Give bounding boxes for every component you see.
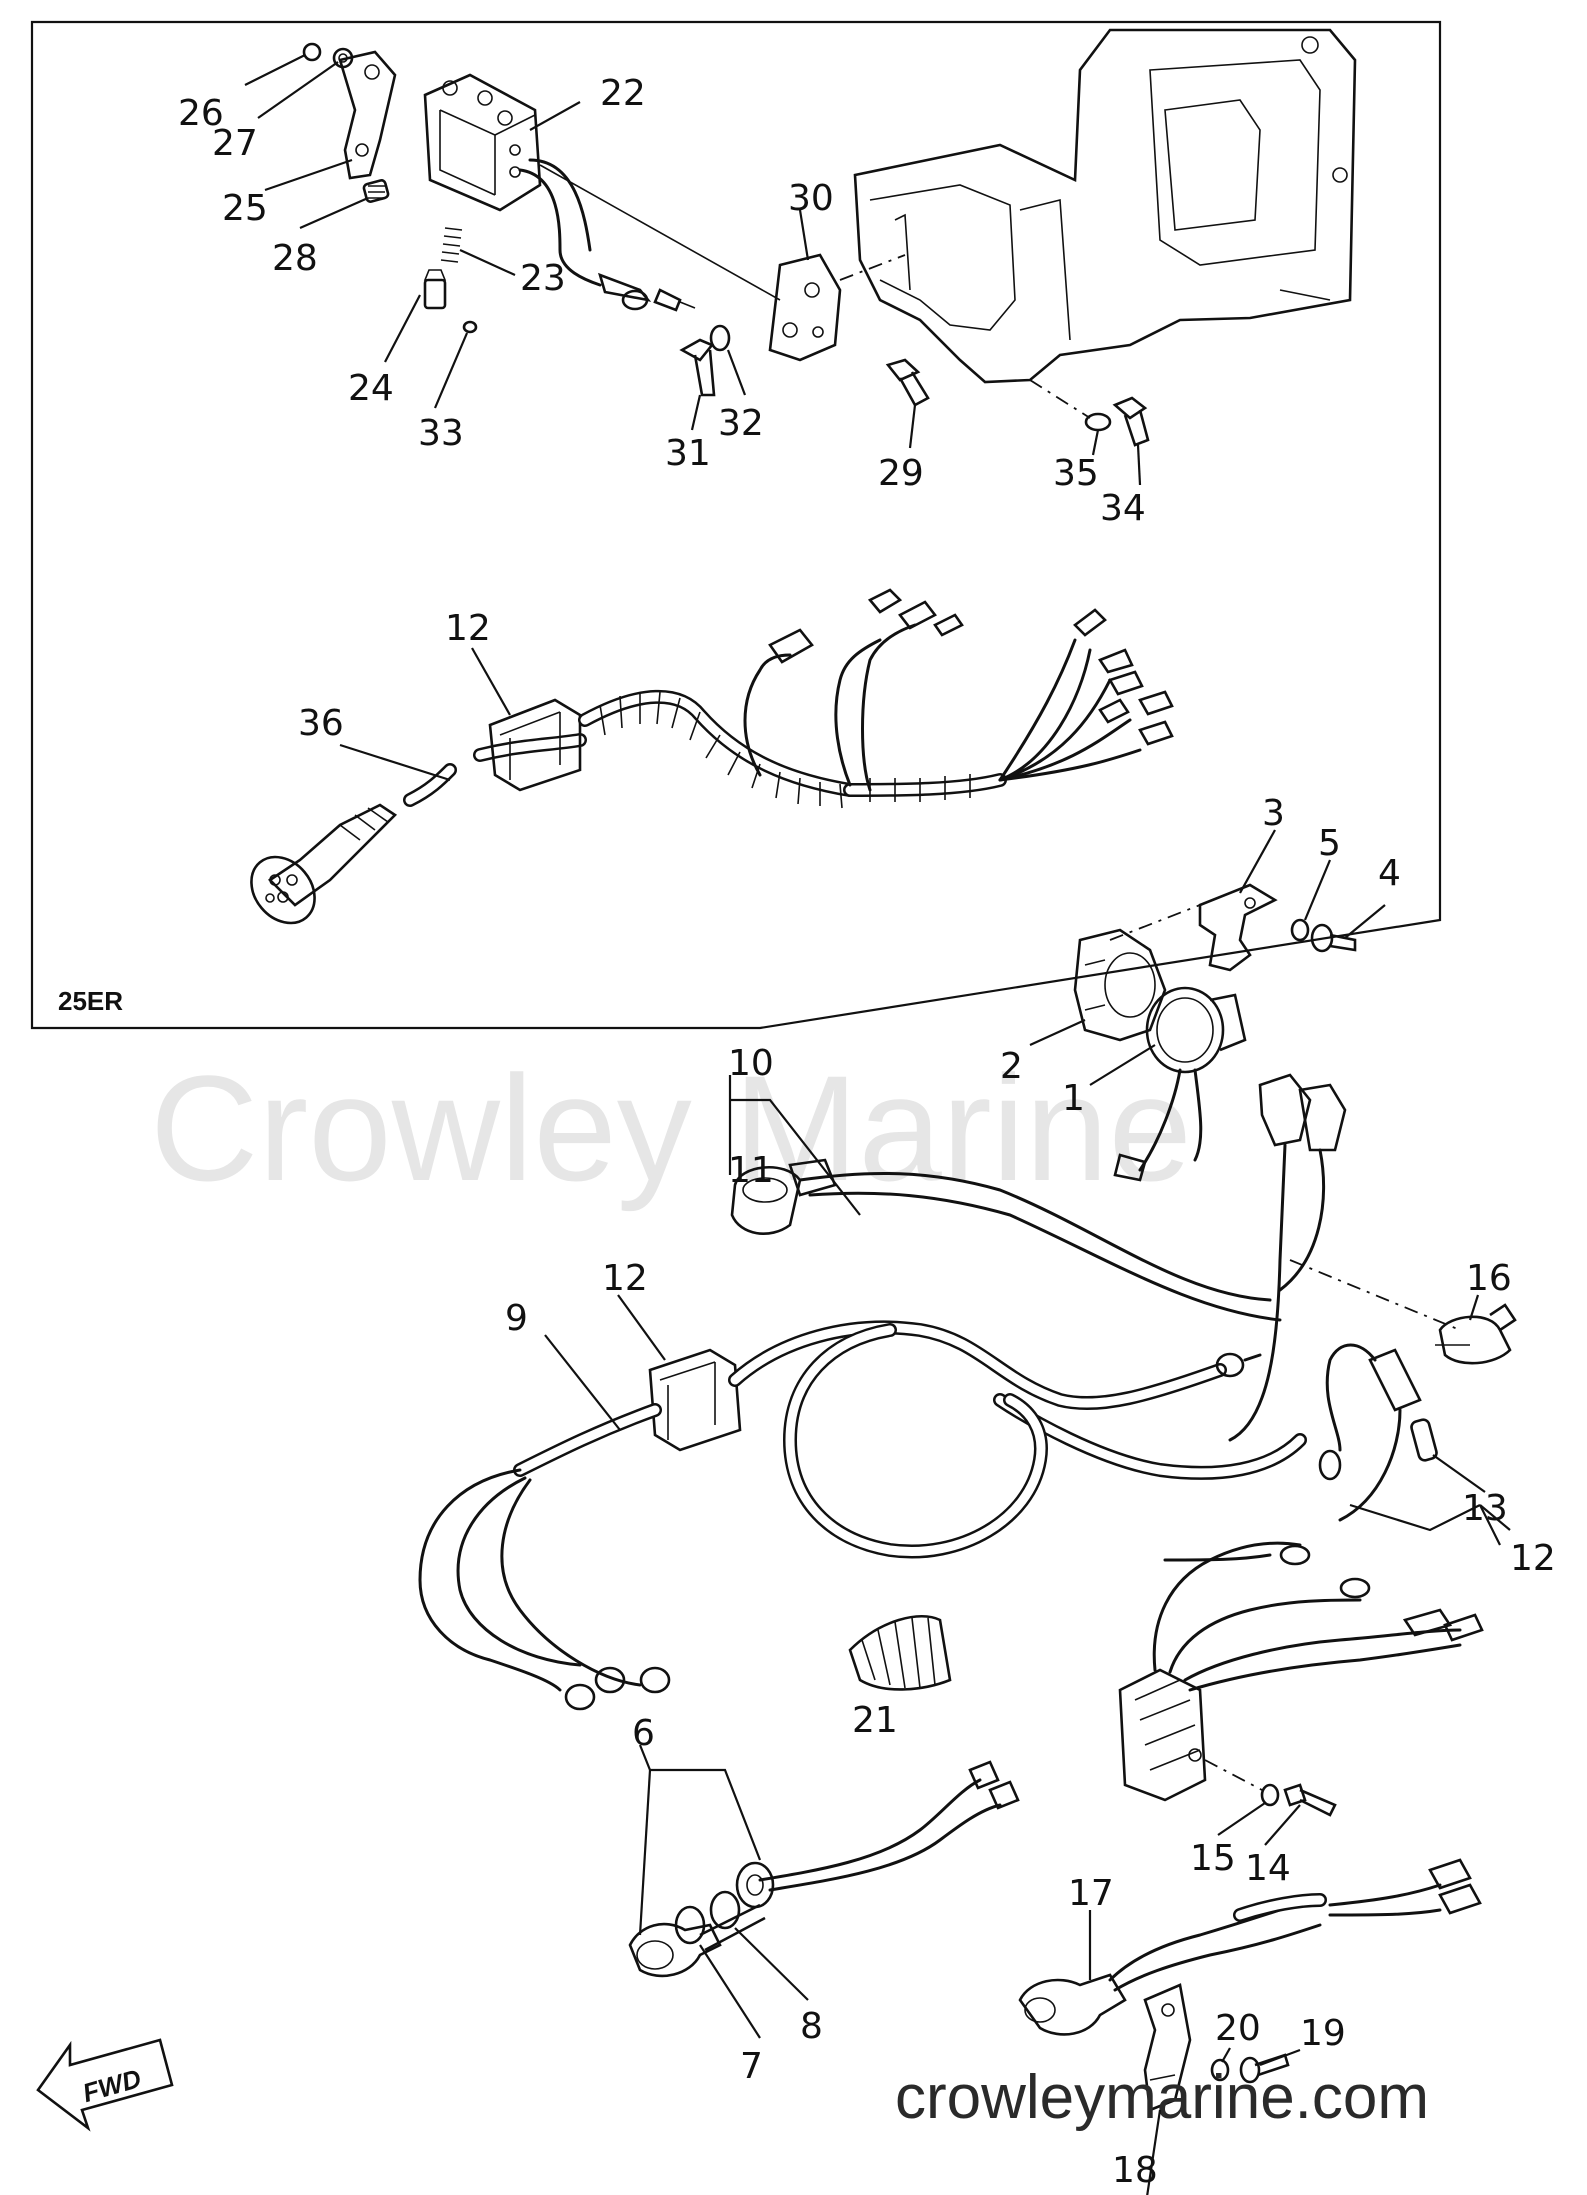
- holder-2: [1073, 928, 1167, 1042]
- cable-9: [418, 1320, 1307, 1711]
- switch-block-23: [423, 73, 542, 212]
- callout-labels: 26 27 25 28 22 23 24 33 30 31 32 29 35 3…: [178, 73, 1556, 2191]
- callout-10: 10: [728, 1043, 774, 1084]
- inset-frame: 25ER: [30, 20, 1442, 1030]
- callout-20: 19: [1300, 2013, 1346, 2054]
- bolt-35: [1112, 396, 1150, 447]
- callout-34: 33: [418, 413, 464, 454]
- callout-29: 28: [272, 238, 318, 279]
- callout-26: 25: [222, 188, 268, 229]
- bolt-32: [679, 338, 716, 397]
- cable-10: [788, 1158, 1282, 1322]
- callout-1: 1: [1062, 1078, 1085, 1119]
- washer-8: [709, 1890, 741, 1930]
- battery-terminal-caps: [1228, 1073, 1461, 1442]
- callout-22: 21: [852, 1700, 898, 1741]
- washer-36: [1029, 379, 1112, 432]
- spring-29: [362, 179, 390, 203]
- grommet-12: [648, 1348, 742, 1452]
- bracket-19: [1143, 1983, 1192, 2112]
- callout-16: 15: [1190, 1838, 1236, 1879]
- bracket-26: [302, 42, 397, 180]
- callout-13: 12: [1510, 1538, 1556, 1579]
- leader-dash-3: [1109, 904, 1201, 941]
- switch-18: [1018, 1858, 1482, 2036]
- bracket-3: [1198, 883, 1278, 972]
- harness-37: [250, 733, 587, 925]
- callout-15: 14: [1245, 1848, 1291, 1889]
- screw-30: [885, 358, 930, 407]
- inset-label: 25ER: [58, 986, 123, 1016]
- plunger-25: [423, 269, 447, 310]
- grommet-12-inset: [488, 698, 582, 792]
- washer-5: [1290, 918, 1310, 942]
- callout-18: 17: [1068, 1873, 1114, 1914]
- callout-37: 36: [298, 703, 344, 744]
- callout-9: 9: [505, 1298, 528, 1339]
- watermark-text: Crowley Marine: [150, 1044, 1192, 1212]
- callout-33: 32: [718, 403, 764, 444]
- nut-7: [674, 1905, 706, 1945]
- screw-20: [1239, 2053, 1290, 2084]
- fuse-clamp-17: [1435, 1303, 1517, 1365]
- callout-12: 12: [602, 1258, 648, 1299]
- callout-2: 2: [1000, 1046, 1023, 1087]
- callout-7: 7: [740, 2046, 763, 2087]
- callout-8: 8: [800, 2006, 823, 2047]
- washer-16: [1260, 1783, 1280, 1807]
- ball-34: [462, 320, 478, 334]
- callout-25: 24: [348, 368, 394, 409]
- fuse-14: [1410, 1418, 1438, 1462]
- switch-6: [628, 1760, 1020, 1978]
- clamp-11: [730, 1166, 802, 1235]
- callout-27: 26: [178, 93, 224, 134]
- switch-lead-wires: [518, 158, 781, 312]
- callout-4: 4: [1378, 853, 1401, 894]
- callout-31: 30: [788, 178, 834, 219]
- leader-dash-16: [1204, 1759, 1263, 1791]
- washer-21: [1210, 2058, 1230, 2082]
- sleeve-22: [848, 1614, 952, 1691]
- callout-36: 35: [1053, 453, 1099, 494]
- callout-24: 23: [520, 258, 566, 299]
- callout-19: 18: [1112, 2150, 1158, 2191]
- mounting-plate-31: [768, 253, 906, 362]
- site-url: crowleymarine.com: [895, 2063, 1429, 2132]
- callout-35: 34: [1100, 488, 1146, 529]
- relay-1: [1113, 986, 1247, 1182]
- forward-arrow-icon: FWD: [36, 2038, 174, 2132]
- callout-5: 5: [1318, 823, 1341, 864]
- callout-11: 11: [728, 1150, 774, 1191]
- callout-14: 13: [1462, 1488, 1508, 1529]
- screw-4: [1310, 923, 1357, 953]
- callout-32: 31: [665, 433, 711, 474]
- fuse-holder: [1318, 1343, 1422, 1522]
- callout-30: 29: [878, 453, 924, 494]
- callout-21: 20: [1215, 2008, 1261, 2049]
- spiral-harness-inset: [578, 623, 1142, 809]
- callout-6: 6: [632, 1713, 655, 1754]
- bullet-connectors-inset: [768, 588, 1174, 746]
- callout-12-inset: 12: [445, 608, 491, 649]
- regulator-13: [1118, 1541, 1484, 1802]
- callout-17: 16: [1466, 1258, 1512, 1299]
- leader-lines: [244, 54, 1511, 2195]
- bolt-15: [1283, 1783, 1337, 1817]
- washer-33: [709, 324, 731, 352]
- callout-28: 27: [212, 123, 258, 164]
- callout-23: 22: [600, 73, 646, 114]
- callout-3: 3: [1262, 793, 1285, 834]
- engine-block-outline: [853, 28, 1357, 384]
- spring-24: [440, 227, 463, 263]
